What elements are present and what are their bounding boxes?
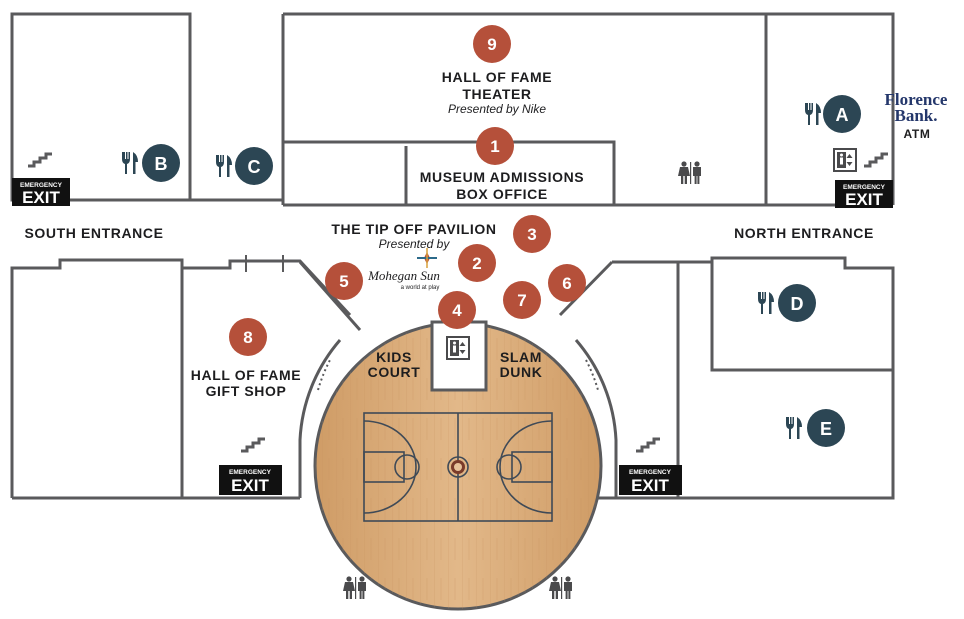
atm-label: ATM	[904, 127, 931, 141]
stairs-icon	[634, 437, 662, 453]
dining-a[interactable]: A	[805, 95, 861, 133]
emergency-exit-north-lower[interactable]: EMERGENCY EXIT	[619, 465, 682, 495]
restroom-icon[interactable]	[678, 161, 701, 184]
emergency-exit-northeast[interactable]: EMERGENCY EXIT	[835, 180, 893, 209]
north-entrance-label: NORTH ENTRANCE	[734, 225, 874, 241]
emergency-exit-southwest[interactable]: EMERGENCY EXIT	[12, 178, 70, 207]
svg-text:Mohegan Sun: Mohegan Sun	[367, 268, 440, 283]
admissions-label-line2: BOX OFFICE	[456, 186, 548, 202]
pavilion-title: THE TIP OFF PAVILION	[331, 221, 496, 237]
marker-7[interactable]: 7	[503, 281, 541, 319]
svg-text:9: 9	[487, 35, 496, 54]
svg-text:EMERGENCY: EMERGENCY	[843, 184, 886, 191]
kids-court-line2: COURT	[368, 364, 421, 380]
svg-text:7: 7	[517, 291, 526, 310]
svg-text:4: 4	[452, 301, 462, 320]
stairs-icon	[26, 152, 54, 168]
bank-logo-line2: Bank.	[895, 106, 938, 125]
fork-knife-icon	[805, 103, 821, 125]
svg-text:EMERGENCY: EMERGENCY	[629, 469, 672, 476]
lower-rooms	[10, 255, 895, 500]
stairs-icon	[862, 152, 890, 168]
restroom-icon[interactable]	[549, 576, 572, 599]
svg-text:8: 8	[243, 328, 252, 347]
dining-e[interactable]: E	[786, 409, 845, 447]
dining-b[interactable]: B	[122, 144, 180, 182]
svg-text:E: E	[820, 419, 832, 439]
theater-presented: Presented by Nike	[448, 102, 546, 116]
admissions-label-line1: MUSEUM ADMISSIONS	[420, 169, 584, 185]
restroom-icon[interactable]	[343, 576, 366, 599]
stairs-icon	[239, 437, 267, 453]
svg-text:EXIT: EXIT	[845, 190, 883, 209]
theater-label-line1: HALL OF FAME	[442, 69, 552, 85]
marker-9[interactable]: 9	[473, 25, 511, 63]
slam-dunk-line2: DUNK	[500, 364, 543, 380]
svg-text:EXIT: EXIT	[631, 476, 669, 495]
elevator-icon[interactable]	[833, 148, 857, 172]
svg-text:6: 6	[562, 274, 571, 293]
fork-knife-icon	[216, 155, 232, 177]
marker-4[interactable]: 4	[438, 291, 476, 329]
dining-d[interactable]: D	[758, 284, 816, 322]
south-entrance-label: SOUTH ENTRANCE	[24, 225, 163, 241]
slam-dunk-line1: SLAM	[500, 349, 542, 365]
basketball-court	[363, 412, 553, 522]
marker-6[interactable]: 6	[548, 264, 586, 302]
svg-text:1: 1	[490, 137, 499, 156]
gift-shop-label-line2: GIFT SHOP	[206, 383, 287, 399]
pavilion-presented: Presented by	[379, 237, 451, 251]
svg-text:A: A	[836, 105, 849, 125]
svg-text:B: B	[155, 154, 168, 174]
svg-text:D: D	[791, 294, 804, 314]
dining-c[interactable]: C	[216, 147, 273, 185]
kids-court-line1: KIDS	[376, 349, 412, 365]
upper-rooms	[10, 12, 895, 207]
svg-text:C: C	[248, 157, 261, 177]
svg-text:5: 5	[339, 272, 348, 291]
gift-shop-label-line1: HALL OF FAME	[191, 367, 301, 383]
florence-bank-atm[interactable]: Florence Bank. ATM	[885, 90, 948, 141]
svg-text:EMERGENCY: EMERGENCY	[20, 182, 63, 189]
svg-text:2: 2	[472, 254, 481, 273]
marker-2[interactable]: 2	[458, 244, 496, 282]
fork-knife-icon	[122, 152, 138, 174]
marker-3[interactable]: 3	[513, 215, 551, 253]
fork-knife-icon	[786, 417, 802, 439]
elevator-icon[interactable]	[446, 336, 470, 360]
svg-text:a world at play: a world at play	[401, 285, 440, 291]
svg-text:EMERGENCY: EMERGENCY	[229, 469, 272, 476]
marker-8[interactable]: 8	[229, 318, 267, 356]
theater-label-line2: THEATER	[462, 86, 531, 102]
svg-text:EXIT: EXIT	[22, 188, 60, 207]
bank-logo-line1: Florence	[885, 90, 948, 109]
arena	[298, 320, 618, 611]
mohegan-sun-logo: Mohegan Sun a world at play	[367, 248, 440, 291]
emergency-exit-south-lower[interactable]: EMERGENCY EXIT	[219, 465, 282, 495]
fork-knife-icon	[758, 292, 774, 314]
marker-5[interactable]: 5	[325, 262, 363, 300]
svg-text:3: 3	[527, 225, 536, 244]
svg-text:EXIT: EXIT	[231, 476, 269, 495]
marker-1[interactable]: 1	[476, 127, 514, 165]
